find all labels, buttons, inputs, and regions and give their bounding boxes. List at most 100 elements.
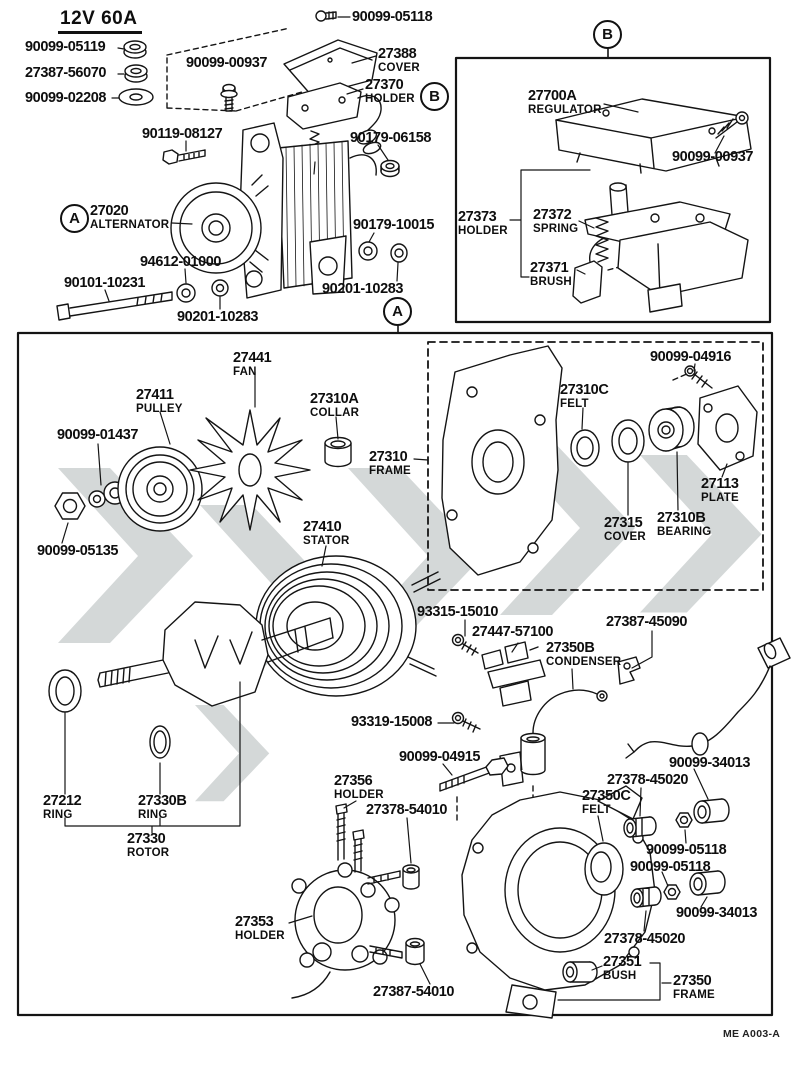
ring-icon (48, 669, 82, 713)
main-assembly-box (16, 331, 774, 1017)
label-90179-06158: 90179-06158 (350, 130, 432, 146)
leader-lines (61, 16, 728, 1001)
brush-holder-drawing (584, 182, 749, 313)
bolt-icon (451, 711, 481, 733)
bolt-icon (451, 633, 479, 656)
nut-icon (124, 64, 148, 83)
fan-drawing (189, 409, 311, 531)
bearing-drawing (648, 406, 695, 452)
through-bolt-icon (56, 291, 173, 321)
stator-drawing (255, 555, 441, 697)
plate-drawing (697, 385, 758, 471)
pulley-drawing (117, 446, 203, 532)
bush-icon (623, 816, 657, 838)
watermark (58, 440, 762, 802)
ref-marker-b: B (593, 20, 622, 49)
label-90101-10231: 90101-10231 (64, 275, 146, 291)
felt-ring-icon (570, 429, 600, 467)
marker-connector-lines (397, 48, 609, 334)
label-27387-45090: 27387-45090 (606, 614, 688, 630)
label-90099-05135: 90099-05135 (37, 543, 119, 559)
label-27378-45020-2: 27378-45020 (604, 931, 686, 947)
front-frame-drawing (441, 345, 563, 576)
spring-washer-icon (176, 283, 196, 303)
bush-icon (562, 961, 598, 983)
label-90099-00937: 90099-00937 (186, 55, 268, 71)
alternator-drawing (170, 122, 382, 299)
nut-icon (54, 492, 86, 520)
screw-icon (315, 10, 337, 22)
front-frame-dashed-box (427, 341, 764, 591)
screw-icon (715, 111, 749, 139)
washer-icon (211, 279, 229, 297)
label-27447-57100: 27447-57100 (472, 624, 554, 640)
bush-icon (693, 798, 730, 824)
label-90099-04915: 90099-04915 (399, 749, 481, 765)
label-90099-05118-3: 90099-05118 (630, 859, 711, 875)
screw-icon (684, 365, 713, 389)
ref-marker-a: A (60, 204, 89, 233)
regulator-detail-box (454, 56, 772, 324)
label-90201-10283-2: 90201-10283 (177, 309, 259, 325)
nut-icon (380, 159, 400, 178)
label-90201-10283: 90201-10283 (322, 281, 404, 297)
label-27378-45020: 27378-45020 (607, 772, 689, 788)
nut-icon (675, 812, 693, 828)
nut-icon (390, 243, 408, 263)
label-27387-56070: 27387-56070 (25, 65, 107, 81)
label-90179-10015: 90179-10015 (353, 217, 435, 233)
screw-icon (369, 945, 403, 959)
label-90099-05118: 90099-05118 (352, 9, 433, 25)
ref-marker-a: A (383, 297, 412, 326)
cover-ring-icon (611, 419, 645, 463)
label-90099-34013-2: 90099-34013 (676, 905, 758, 921)
bush-icon (405, 937, 425, 966)
ring-icon (149, 725, 171, 759)
label-94612-01000: 94612-01000 (140, 254, 222, 270)
screw-icon (220, 83, 238, 112)
ref-marker-b: B (420, 82, 449, 111)
label-90099-00937-2: 90099-00937 (672, 149, 754, 165)
regulator-drawing (555, 98, 752, 174)
terminal-clip-icon (617, 656, 641, 685)
felt-ring-icon (584, 842, 624, 896)
label-90119-08127: 90119-08127 (142, 126, 223, 142)
drawing-code: ME A003-A (723, 1028, 781, 1040)
bush-icon (402, 864, 420, 890)
washer-icon (88, 490, 106, 508)
label-90099-04916: 90099-04916 (650, 349, 732, 365)
bush-icon (689, 870, 726, 896)
label-90099-02208: 90099-02208 (25, 90, 107, 106)
spring-icon (595, 217, 609, 263)
screw-icon (367, 870, 401, 885)
cover-part-drawing (283, 39, 378, 97)
nut-icon (663, 884, 681, 900)
rating-title: 12V 60A (58, 8, 143, 34)
label-90099-34013: 90099-34013 (669, 755, 751, 771)
label-27378-54010: 27378-54010 (366, 802, 448, 818)
stud-screw-icon (335, 803, 348, 861)
label-93315-15010: 93315-15010 (417, 604, 499, 620)
label-90099-05118-2: 90099-05118 (646, 842, 727, 858)
